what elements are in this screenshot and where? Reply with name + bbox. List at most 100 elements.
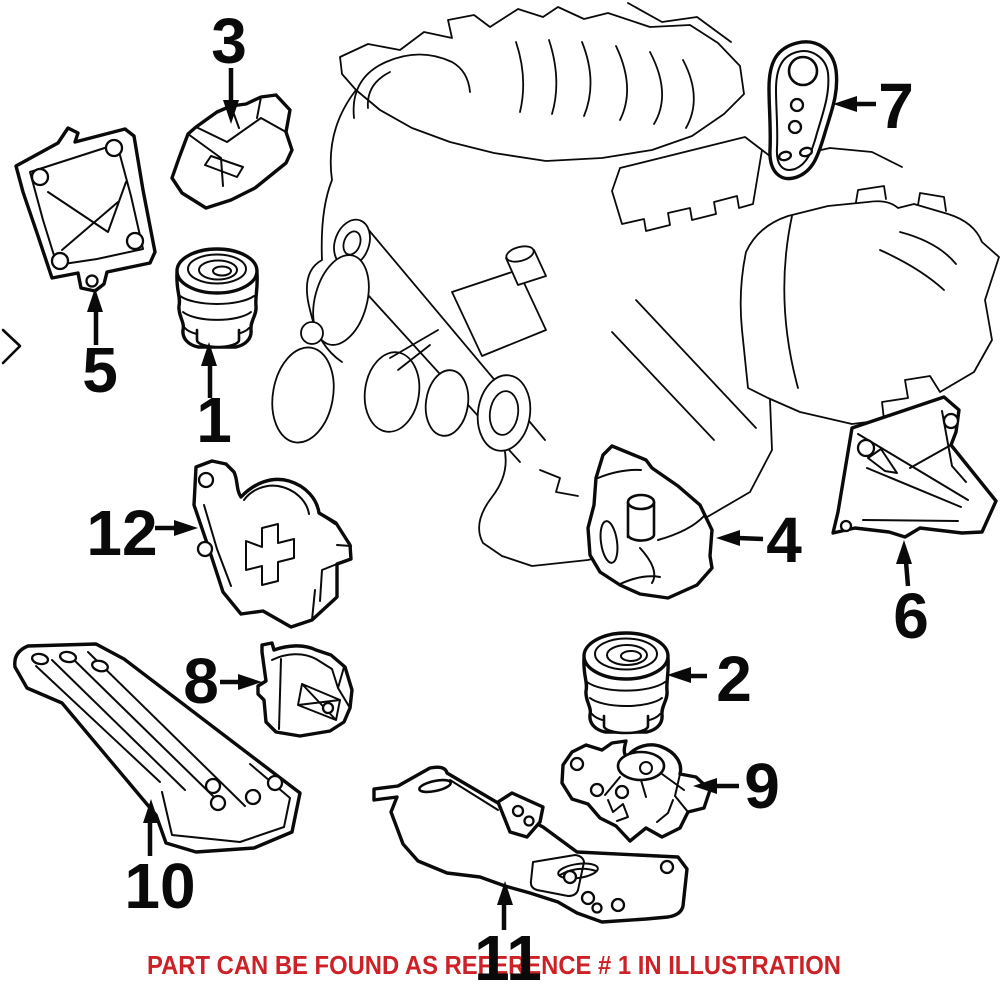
throttle-dome <box>352 53 471 119</box>
callout-4-label: 4 <box>766 504 802 576</box>
part-11-tab-hole <box>523 815 535 827</box>
part-12-outline <box>192 459 353 629</box>
part-7-outline <box>767 40 839 181</box>
callout-8-arrowhead <box>238 674 262 690</box>
part-3-outline <box>170 93 294 210</box>
part-9-drawing <box>560 739 712 843</box>
callout-6-label: 6 <box>893 580 929 652</box>
part-11-drawing <box>372 765 689 924</box>
callout-5: 5 <box>82 288 118 406</box>
front-lobe-upper <box>312 254 370 346</box>
part-11-hole <box>580 890 596 906</box>
callout-12: 12 <box>86 497 198 569</box>
callout-6: 6 <box>893 540 929 652</box>
callout-8-label: 8 <box>183 645 219 717</box>
part-5-outline <box>14 126 157 293</box>
part-1-drawing <box>175 247 259 349</box>
part-5-hole <box>104 138 124 158</box>
callout-9-arrowhead <box>693 778 717 794</box>
part-4-boss <box>626 500 656 542</box>
part-11-hole <box>610 897 626 913</box>
part-2-drawing <box>582 631 670 735</box>
callout-6-arrow <box>903 561 911 587</box>
part-11-tab-hole <box>511 804 525 818</box>
part-11-hole <box>659 859 675 875</box>
part-2-top-ring <box>620 650 642 662</box>
part-11-slot <box>418 778 452 794</box>
callout-4-arrowhead <box>716 530 740 546</box>
callout-1: 1 <box>196 342 232 456</box>
part-10-ridges <box>35 651 246 807</box>
part-7-big-hole <box>787 55 819 87</box>
part-5-drawing <box>14 126 157 293</box>
part-10-hole <box>209 794 227 812</box>
part-10-hole <box>58 650 78 664</box>
part-7-hole <box>789 97 805 113</box>
part-1-top <box>175 247 259 295</box>
crank-pulley-2 <box>424 369 470 437</box>
part-7-inner <box>775 50 830 171</box>
part-11-swoosh-line <box>559 867 597 876</box>
callout-11-label: 11 <box>474 922 542 986</box>
callout-7-label: 7 <box>878 70 914 142</box>
small-pulley <box>300 321 324 345</box>
part-4-inner <box>597 468 705 585</box>
part-4-outline <box>586 444 714 600</box>
part-1-top-ring <box>198 259 238 281</box>
part-4-slot <box>599 520 619 564</box>
part-2-base <box>602 714 650 735</box>
callout-7: 7 <box>833 70 914 142</box>
part-7-hole <box>787 119 803 135</box>
part-12-hole <box>197 471 215 489</box>
intake-manifold-ribs <box>515 39 695 129</box>
part-4-boss-top <box>626 493 656 511</box>
part-10-hole <box>244 788 262 806</box>
part-12-cutout <box>245 523 295 586</box>
part-11-swoosh <box>557 862 599 880</box>
callout-11-arrowhead <box>497 881 513 905</box>
part-3-drawing <box>170 93 294 210</box>
part-11-hole <box>562 869 578 885</box>
callout-2-arrowhead <box>667 667 691 683</box>
callout-11: 11 <box>474 881 542 986</box>
part-2-top-ring <box>594 637 658 671</box>
callout-5-arrowhead <box>87 288 103 312</box>
part-6-inner <box>857 410 969 522</box>
callout-3-arrowhead <box>223 100 239 124</box>
part-6-hole <box>839 519 853 533</box>
intake-manifold-outline <box>339 6 745 162</box>
part-6-drawing <box>831 395 998 539</box>
part-8-hole <box>321 701 335 715</box>
callout-7-arrowhead <box>833 96 857 112</box>
valve-cover-comb <box>611 136 763 232</box>
callout-4-arrow <box>737 535 764 542</box>
callout-8: 8 <box>183 645 262 717</box>
part-1-base <box>195 328 241 349</box>
part-9-outline <box>560 739 712 843</box>
part-9-hole <box>589 782 605 798</box>
callout-6-arrowhead <box>896 540 912 564</box>
callout-5-label: 5 <box>82 334 118 406</box>
front-lobe-lower <box>271 346 335 444</box>
part-10-outline <box>13 642 302 854</box>
part-7-hole <box>798 146 814 158</box>
part-10-plate-inner <box>161 763 291 843</box>
crank-pulley-3 <box>476 374 532 452</box>
part-12-inner <box>203 504 352 621</box>
part-4-drawing <box>586 444 714 600</box>
crank-pulley-3-inner <box>488 390 520 436</box>
callout-3: 3 <box>211 5 247 124</box>
part-10-hole <box>204 777 222 795</box>
part-9-facets <box>604 773 689 823</box>
part-2-top-ring <box>606 644 648 666</box>
callout-4: 4 <box>716 504 802 576</box>
part-5-hole <box>125 231 145 251</box>
transmission-details <box>855 185 957 291</box>
part-7-hole <box>777 150 793 162</box>
part-6-hole <box>856 438 876 458</box>
alternator-cap <box>505 245 535 263</box>
part-10-hole <box>30 652 50 666</box>
callout-10: 10 <box>124 799 196 922</box>
part-12-hole <box>196 540 214 558</box>
callouts: 3 7 5 1 12 4 6 <box>82 5 929 986</box>
